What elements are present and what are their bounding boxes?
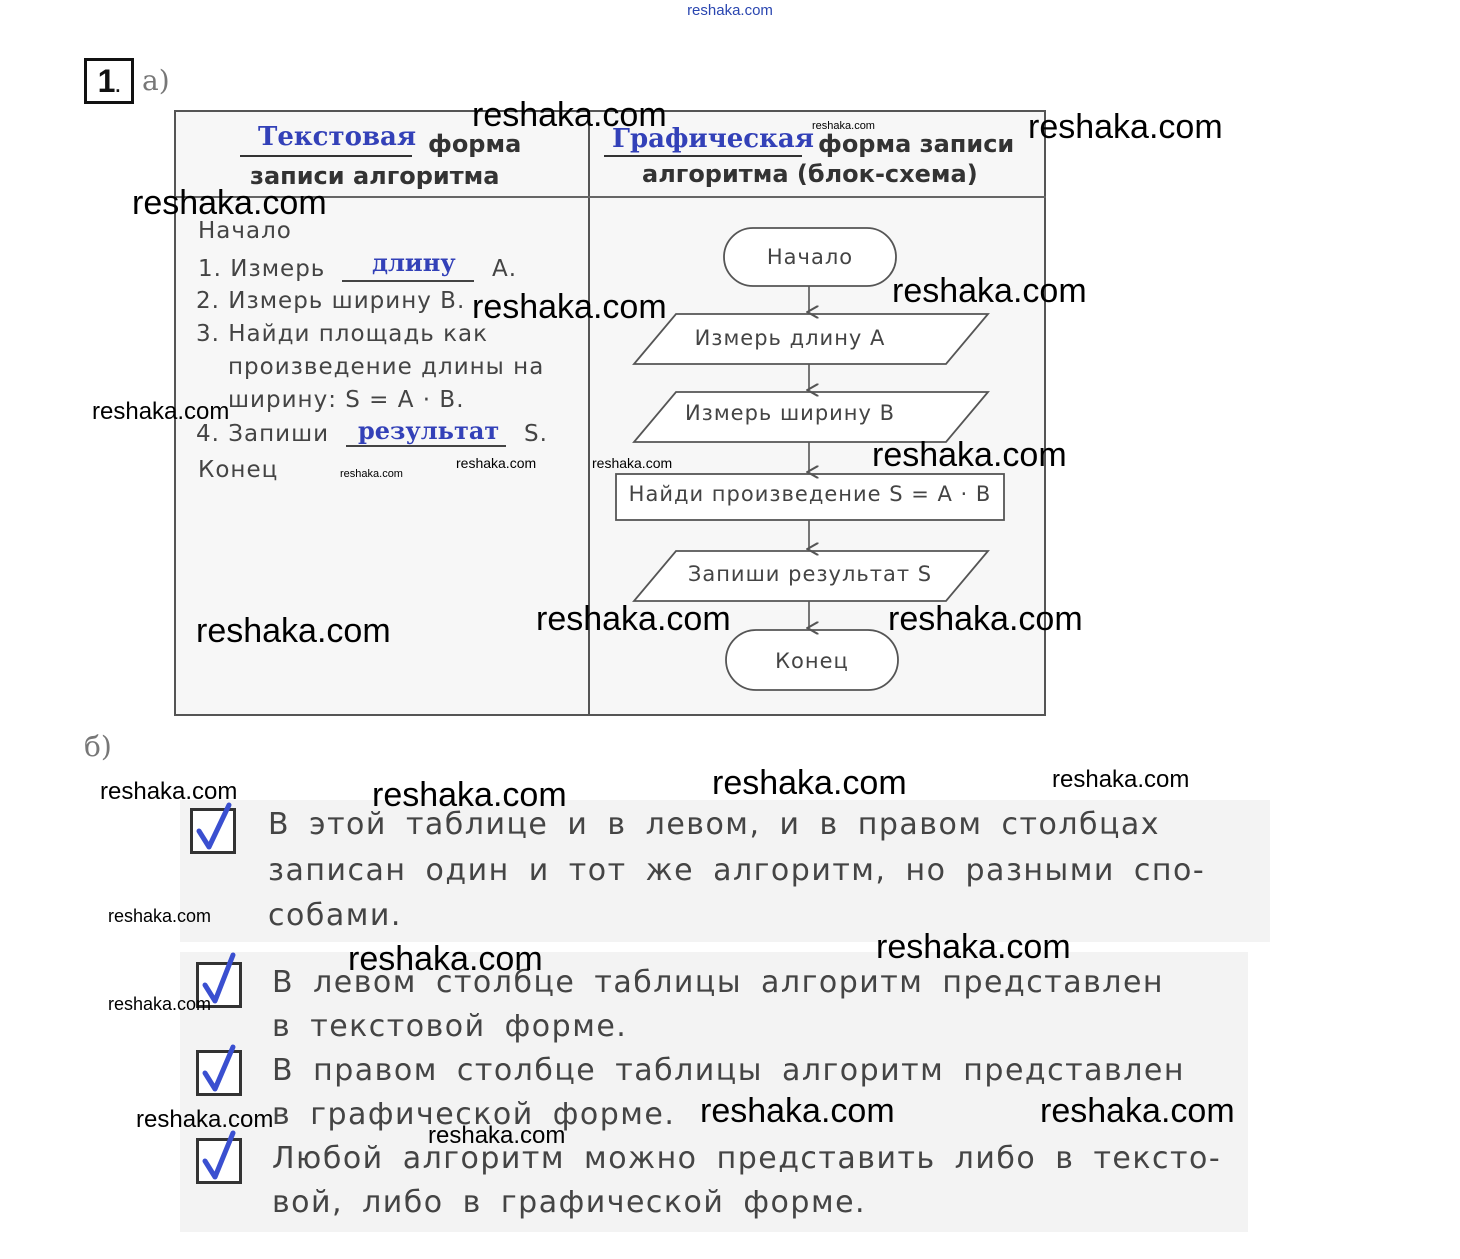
text-step1-prefix: 1. Измерь — [198, 256, 326, 282]
watermark: reshaka.com — [456, 455, 537, 471]
watermark: reshaka.com — [196, 612, 391, 650]
text-step3-line1: 3. Найди площадь как — [196, 321, 488, 347]
text-step1-underline — [342, 280, 474, 282]
option-panel-1 — [180, 800, 1270, 942]
watermark: reshaka.com — [1028, 108, 1223, 146]
watermark: reshaka.com — [340, 468, 403, 480]
watermark: reshaka.com — [592, 455, 673, 471]
right-header-underline — [604, 155, 802, 157]
text-step4-prefix: 4. Запиши — [196, 421, 330, 447]
text-step4-underline — [346, 445, 506, 447]
option-4-line1: Любой алгоритм можно представить либо в … — [272, 1141, 1222, 1176]
flow-input-b-label: Измерь ширину B — [684, 401, 896, 425]
option-1-line2: записан один и тот же алгоритм, но разны… — [268, 853, 1206, 888]
left-header-handwritten: Текстовая — [258, 122, 417, 152]
watermark: reshaka.com — [876, 928, 1071, 966]
watermark: reshaka.com — [100, 778, 238, 805]
watermark: reshaka.com — [108, 906, 212, 926]
column-divider — [588, 110, 590, 716]
text-start: Начало — [198, 218, 292, 244]
check-mark-icon — [196, 802, 232, 850]
watermark: reshaka.com — [700, 1092, 895, 1130]
option-2-line1: В левом столбце таблицы алгоритм предста… — [272, 965, 1165, 1000]
watermark: reshaka.com — [892, 272, 1087, 310]
flow-end-label: Конец — [775, 649, 849, 673]
watermark: reshaka.com — [872, 436, 1067, 474]
option-4-checkbox[interactable] — [196, 1130, 242, 1184]
left-header-subtitle: записи алгоритма — [250, 162, 500, 190]
option-4-line2: вой, либо в графической форме. — [272, 1185, 867, 1220]
part-b-label: б) — [84, 730, 112, 763]
watermark: reshaka.com — [92, 398, 230, 425]
left-header-underline — [240, 155, 412, 157]
flowchart — [615, 227, 1005, 691]
flow-process — [615, 473, 1005, 521]
watermark: reshaka.com — [348, 940, 543, 978]
watermark: reshaka.com — [472, 96, 667, 134]
flow-output — [632, 550, 990, 602]
watermark: reshaka.com — [536, 600, 731, 638]
text-end: Конец — [198, 457, 279, 483]
option-1-checkbox[interactable] — [190, 802, 236, 854]
left-header-form: форма — [428, 130, 522, 158]
flow-input-a — [632, 313, 990, 365]
flow-input-a-label: Измерь длину A — [694, 326, 886, 350]
watermark: reshaka.com — [136, 1106, 274, 1133]
option-2-checkbox[interactable] — [196, 952, 242, 1008]
watermark: reshaka.com — [1040, 1092, 1235, 1130]
text-step1-blank: длину — [372, 248, 456, 277]
text-step3-line3: ширину: S = A · B. — [228, 387, 465, 413]
text-step1-suffix: А. — [492, 256, 518, 282]
text-step2: 2. Измерь ширину В. — [196, 288, 466, 314]
option-3-checkbox[interactable] — [196, 1044, 242, 1096]
option-panel-2-4 — [180, 952, 1248, 1232]
watermark: reshaka.com — [372, 776, 567, 814]
watermark: reshaka.com — [428, 1122, 566, 1149]
watermark: reshaka.com — [812, 120, 875, 132]
right-header-handwritten: Графическая — [612, 124, 814, 154]
task-number: 1. — [84, 58, 134, 104]
option-3-line1: В правом столбце таблицы алгоритм предст… — [272, 1053, 1185, 1088]
watermark: reshaka.com — [132, 184, 327, 222]
watermark: reshaka.com — [712, 764, 907, 802]
header-divider — [174, 196, 1046, 198]
flow-start-label: Начало — [766, 245, 854, 269]
flow-input-b — [632, 391, 990, 443]
option-3-line2: в графической форме. — [272, 1097, 676, 1132]
watermark: reshaka.com — [1052, 766, 1190, 793]
top-watermark: reshaka.com — [687, 2, 773, 19]
check-mark-icon — [202, 1130, 236, 1180]
option-1-line3: собами. — [268, 898, 402, 933]
part-a-label: а) — [142, 64, 170, 97]
right-header-subtitle: алгоритма (блок-схема) — [642, 160, 978, 188]
option-2-line2: в текстовой форме. — [272, 1009, 628, 1044]
check-mark-icon — [202, 1044, 236, 1092]
text-step4-blank: результат — [358, 416, 500, 445]
check-mark-icon — [202, 952, 236, 1004]
option-1-line1: В этой таблице и в левом, и в правом сто… — [268, 807, 1161, 842]
watermark: reshaka.com — [472, 288, 667, 326]
flow-start-terminal — [723, 227, 897, 287]
text-step3-line2: произведение длины на — [228, 354, 545, 380]
flow-process-label: Найди произведение S = A · B — [628, 482, 992, 506]
text-step4-suffix: S. — [524, 421, 548, 447]
flow-output-label: Запиши результат S — [687, 562, 933, 586]
right-header-form: форма записи — [818, 130, 1015, 158]
watermark: reshaka.com — [108, 994, 212, 1014]
watermark: reshaka.com — [888, 600, 1083, 638]
